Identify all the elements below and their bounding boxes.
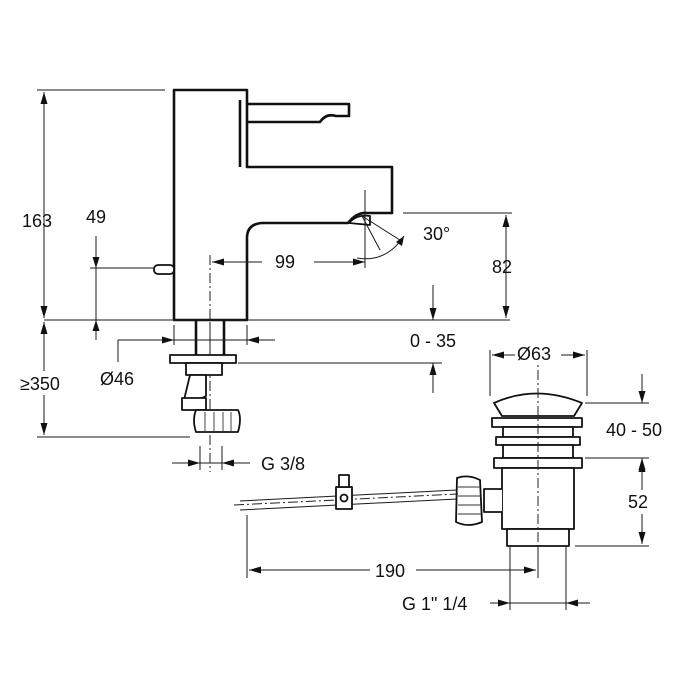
lever-handle — [247, 102, 351, 124]
rod-fitting-nut — [455, 475, 483, 526]
swivel-arc — [356, 235, 405, 260]
tap-fixing — [169, 320, 241, 433]
waste-dimensions: Ø63 40 - 50 52 190 G 1" 1/4 — [246, 343, 662, 614]
dim-swivel-angle: 30° — [423, 224, 450, 244]
dim-lever-height: 49 — [86, 207, 106, 227]
waste-flange — [491, 417, 583, 428]
dim-projection: 99 — [275, 252, 295, 272]
dim-overall-height: 163 — [22, 211, 52, 231]
mixer-tap — [44, 88, 510, 472]
dim-inlet-thread: G 3/8 — [261, 454, 305, 474]
dim-spout-height: 82 — [492, 257, 512, 277]
swivel-line-a — [361, 215, 381, 251]
swivel-line-b — [361, 215, 404, 243]
fixing-plate — [169, 354, 237, 364]
dim-waste-diameter: Ø63 — [517, 344, 551, 364]
rod-clip-screw — [338, 474, 350, 488]
fixing-nut — [185, 362, 223, 376]
tap-dimensions: 163 49 99 30° 82 0 - 35 — [18, 89, 512, 474]
dim-waste-height: 52 — [628, 492, 648, 512]
dim-hose-length: ≥350 — [20, 374, 60, 394]
dim-waste-thread: G 1" 1/4 — [402, 594, 467, 614]
dim-deck-range: 0 - 35 — [410, 331, 456, 351]
waste-side-outlet — [483, 488, 502, 513]
dim-waste-range: 40 - 50 — [606, 420, 662, 440]
waste-cap — [493, 392, 583, 417]
hose-fitting-upper — [183, 374, 207, 401]
dim-rod-length: 190 — [375, 561, 405, 581]
tap-body-outline — [172, 88, 394, 322]
dim-base-diameter: Ø46 — [100, 369, 134, 389]
popup-knob — [153, 264, 175, 275]
hose-nut — [193, 409, 241, 433]
popup-waste — [233, 352, 583, 570]
hose-collar — [181, 397, 207, 411]
